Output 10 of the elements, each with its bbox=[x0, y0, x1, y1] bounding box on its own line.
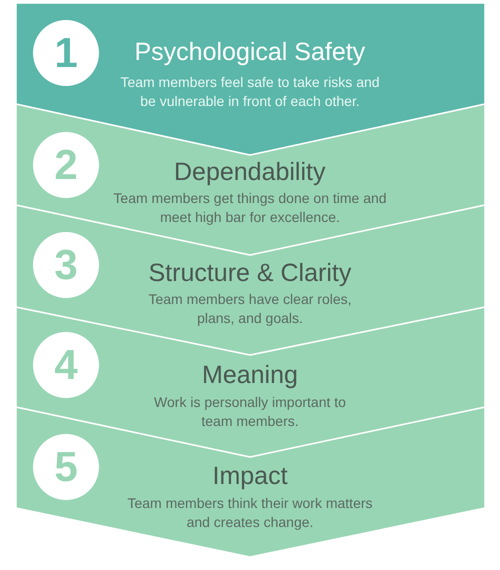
step-title: Meaning bbox=[202, 361, 298, 389]
step-description: Team members get things done on time and meet high bar for excellence. bbox=[112, 189, 388, 227]
step-title: Structure & Clarity bbox=[148, 259, 352, 287]
step-description: Work is personally important to team members. bbox=[153, 393, 347, 431]
step-title: Psychological Safety bbox=[134, 38, 366, 66]
step-title: Dependability bbox=[174, 158, 326, 186]
step-description: Team members have clear roles, plans, and goals. bbox=[147, 290, 353, 328]
step-description: Team members feel safe to take risks and be vulnerable in front of each other. bbox=[119, 73, 381, 111]
step-title: Impact bbox=[212, 462, 288, 490]
step-description: Team members think their work matters and creates change. bbox=[126, 494, 374, 532]
